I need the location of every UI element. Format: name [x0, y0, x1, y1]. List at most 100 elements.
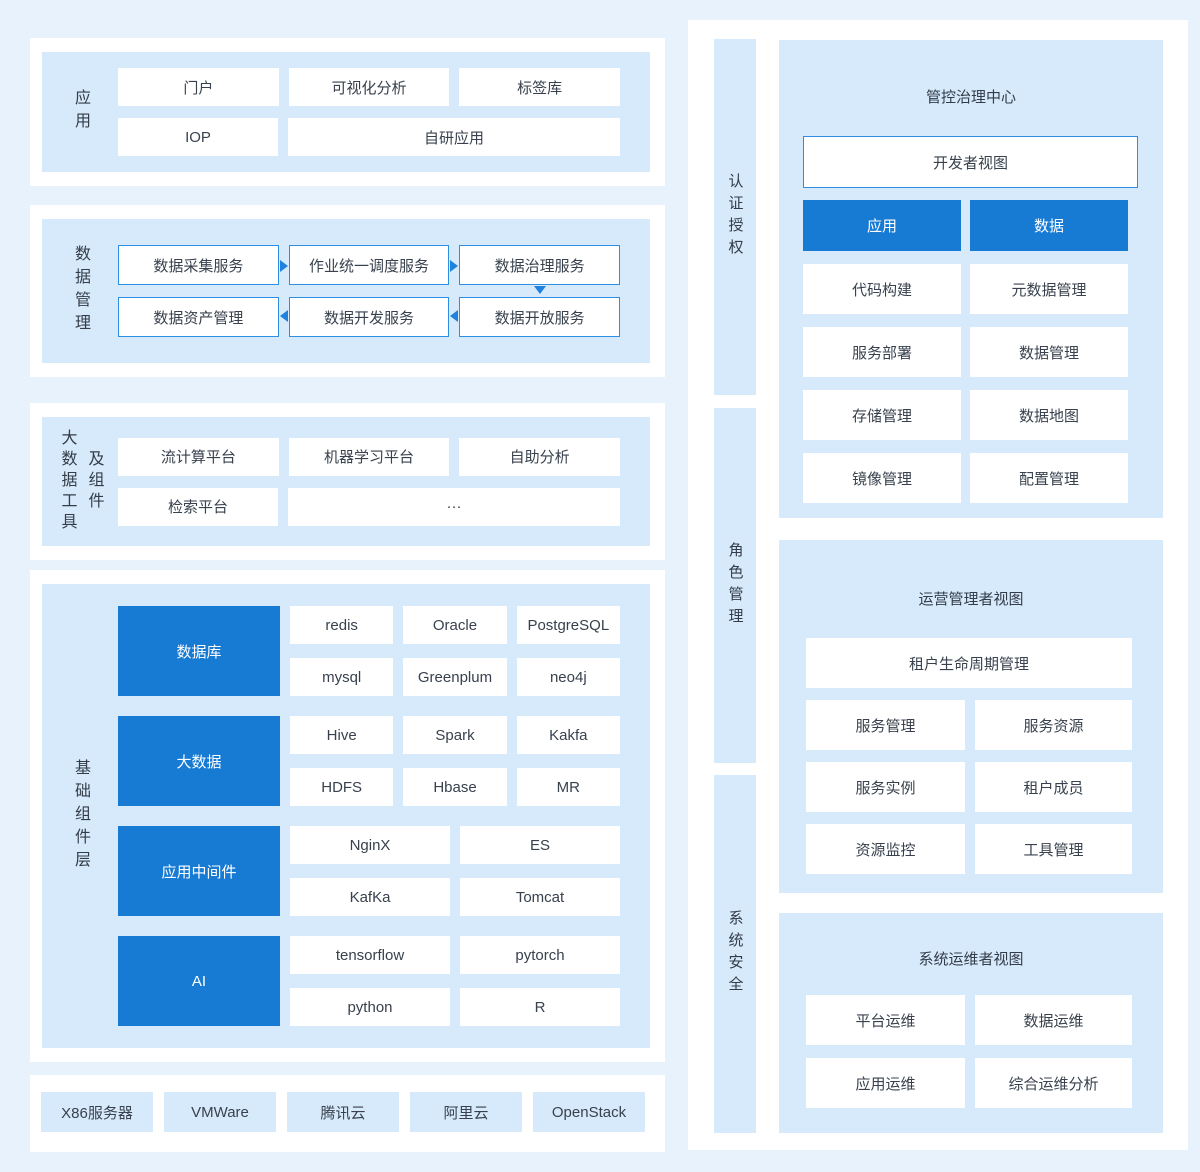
category-row-ai: AI tensorflow pytorch python R — [118, 936, 620, 1026]
dm-box-asset-mgmt: 数据资产管理 — [118, 297, 279, 337]
dm-box-open-service: 数据开放服务 — [459, 297, 621, 337]
gov-metadata-mgmt: 元数据管理 — [970, 264, 1128, 314]
bigdata-tools-label: 大数据工具 及组件 — [42, 417, 118, 546]
component-oracle: Oracle — [403, 606, 507, 644]
arrow-right-icon — [450, 260, 458, 272]
component-r: R — [460, 988, 620, 1026]
component-python: python — [290, 988, 450, 1026]
governance-center-panel: 管控治理中心 开发者视图 应用 数据 代码构建 元数据管理 服务部署 数据管理 … — [779, 40, 1163, 518]
op-service-mgmt: 服务管理 — [806, 700, 965, 750]
bigdata-tools-label-right: 及组件 — [85, 450, 103, 513]
component-postgresql: PostgreSQL — [516, 606, 620, 644]
arrow-left-icon — [450, 310, 458, 322]
system-maintainer-title: 系统运维者视图 — [918, 951, 1024, 968]
arrow-down-icon — [534, 286, 546, 294]
op-service-resource: 服务资源 — [975, 700, 1132, 750]
data-management-inner: 数据管理 数据采集服务 作业统一调度服务 数据治理服务 数据资产管理 数据开发服… — [42, 219, 650, 363]
gov-service-deploy: 服务部署 — [803, 327, 961, 377]
operation-manager-title: 运营管理者视图 — [918, 591, 1024, 608]
component-nginx: NginX — [290, 826, 450, 864]
right-section: 认证授权 角色管理 系统安全 管控治理中心 开发者视图 应用 数据 代码构建 元… — [688, 20, 1188, 1150]
component-mr: MR — [516, 768, 620, 806]
gov-data-map: 数据地图 — [970, 390, 1128, 440]
component-mysql: mysql — [290, 658, 394, 696]
gov-code-build: 代码构建 — [803, 264, 961, 314]
infra-openstack: OpenStack — [533, 1092, 645, 1132]
component-hive: Hive — [290, 716, 394, 754]
category-middleware: 应用中间件 — [118, 826, 280, 916]
category-row-bigdata: 大数据 Hive Spark Kakfa HDFS Hbase MR — [118, 716, 620, 806]
category-row-middleware: 应用中间件 NginX ES KafKa Tomcat — [118, 826, 620, 916]
mt-data-ops: 数据运维 — [975, 995, 1132, 1045]
component-pytorch: pytorch — [460, 936, 620, 974]
governance-center-title: 管控治理中心 — [925, 89, 1016, 106]
infra-x86-server: X86服务器 — [41, 1092, 153, 1132]
category-database: 数据库 — [118, 606, 280, 696]
gov-image-mgmt: 镜像管理 — [803, 453, 961, 503]
op-tenant-member: 租户成员 — [975, 762, 1132, 812]
component-hdfs: HDFS — [290, 768, 394, 806]
mt-app-ops: 应用运维 — [806, 1058, 965, 1108]
component-kafka: KafKa — [290, 878, 450, 916]
category-bigdata: 大数据 — [118, 716, 280, 806]
dm-box-governance: 数据治理服务 — [459, 245, 621, 285]
gov-data-mgmt: 数据管理 — [970, 327, 1128, 377]
system-maintainer-panel: 系统运维者视图 平台运维 数据运维 应用运维 综合运维分析 — [779, 913, 1163, 1133]
op-service-instance: 服务实例 — [806, 762, 965, 812]
app-box-self-developed: 自研应用 — [288, 118, 620, 156]
app-box-portal: 门户 — [118, 68, 279, 106]
bigdata-tools-label-left: 大数据工具 — [58, 429, 76, 534]
application-section-label: 应用 — [72, 89, 89, 135]
base-components-section: 基础组件层 数据库 redis Oracle PostgreSQL mysql … — [30, 570, 665, 1062]
bt-box-machine-learning: 机器学习平台 — [288, 437, 450, 476]
data-management-section: 数据管理 数据采集服务 作业统一调度服务 数据治理服务 数据资产管理 数据开发服… — [30, 205, 665, 377]
bt-box-stream-computing: 流计算平台 — [118, 437, 279, 476]
component-greenplum: Greenplum — [403, 658, 507, 696]
gov-storage-mgmt: 存储管理 — [803, 390, 961, 440]
bar-system-security: 系统安全 — [714, 775, 756, 1133]
app-box-tag-library: 标签库 — [459, 68, 621, 106]
bt-box-ellipsis: ··· — [288, 487, 620, 526]
bigdata-tools-inner: 大数据工具 及组件 流计算平台 机器学习平台 自助分析 检索平台 ··· — [42, 417, 650, 546]
dm-box-collection: 数据采集服务 — [118, 245, 279, 285]
developer-view-box: 开发者视图 — [803, 136, 1138, 188]
category-row-database: 数据库 redis Oracle PostgreSQL mysql Greenp… — [118, 606, 620, 696]
bar-authentication: 认证授权 — [714, 39, 756, 395]
dm-box-scheduling: 作业统一调度服务 — [288, 245, 450, 285]
component-tomcat: Tomcat — [460, 878, 620, 916]
infra-tencent-cloud: 腾讯云 — [287, 1092, 399, 1132]
app-box-visual-analysis: 可视化分析 — [288, 68, 450, 106]
data-management-label: 数据管理 — [72, 245, 89, 337]
bar-role-management: 角色管理 — [714, 408, 756, 763]
bt-box-search-platform: 检索平台 — [118, 487, 278, 526]
arrow-right-icon — [280, 260, 288, 272]
op-tenant-lifecycle: 租户生命周期管理 — [806, 638, 1132, 688]
component-kakfa: Kakfa — [516, 716, 620, 754]
bt-box-self-analysis: 自助分析 — [459, 437, 621, 476]
mt-comprehensive-ops: 综合运维分析 — [975, 1058, 1132, 1108]
mt-platform-ops: 平台运维 — [806, 995, 965, 1045]
tab-application[interactable]: 应用 — [803, 200, 961, 251]
gov-config-mgmt: 配置管理 — [970, 453, 1128, 503]
infra-ali-cloud: 阿里云 — [410, 1092, 522, 1132]
base-components-label: 基础组件层 — [72, 758, 89, 874]
component-hbase: Hbase — [403, 768, 507, 806]
dm-box-development: 数据开发服务 — [288, 297, 450, 337]
operation-manager-panel: 运营管理者视图 租户生命周期管理 服务管理 服务资源 服务实例 租户成员 资源监… — [779, 540, 1163, 893]
base-components-inner: 基础组件层 数据库 redis Oracle PostgreSQL mysql … — [42, 584, 650, 1048]
bigdata-tools-section: 大数据工具 及组件 流计算平台 机器学习平台 自助分析 检索平台 ··· — [30, 403, 665, 560]
category-ai: AI — [118, 936, 280, 1026]
component-spark: Spark — [403, 716, 507, 754]
op-resource-monitor: 资源监控 — [806, 824, 965, 874]
component-neo4j: neo4j — [516, 658, 620, 696]
infra-vmware: VMWare — [164, 1092, 276, 1132]
arrow-left-icon — [280, 310, 288, 322]
application-section-inner: 应用 门户 可视化分析 标签库 IOP 自研应用 — [42, 52, 650, 172]
op-tool-mgmt: 工具管理 — [975, 824, 1132, 874]
component-redis: redis — [290, 606, 394, 644]
application-section: 应用 门户 可视化分析 标签库 IOP 自研应用 — [30, 38, 665, 186]
tab-data[interactable]: 数据 — [970, 200, 1128, 251]
component-tensorflow: tensorflow — [290, 936, 450, 974]
infrastructure-section: X86服务器 VMWare 腾讯云 阿里云 OpenStack — [30, 1075, 665, 1152]
